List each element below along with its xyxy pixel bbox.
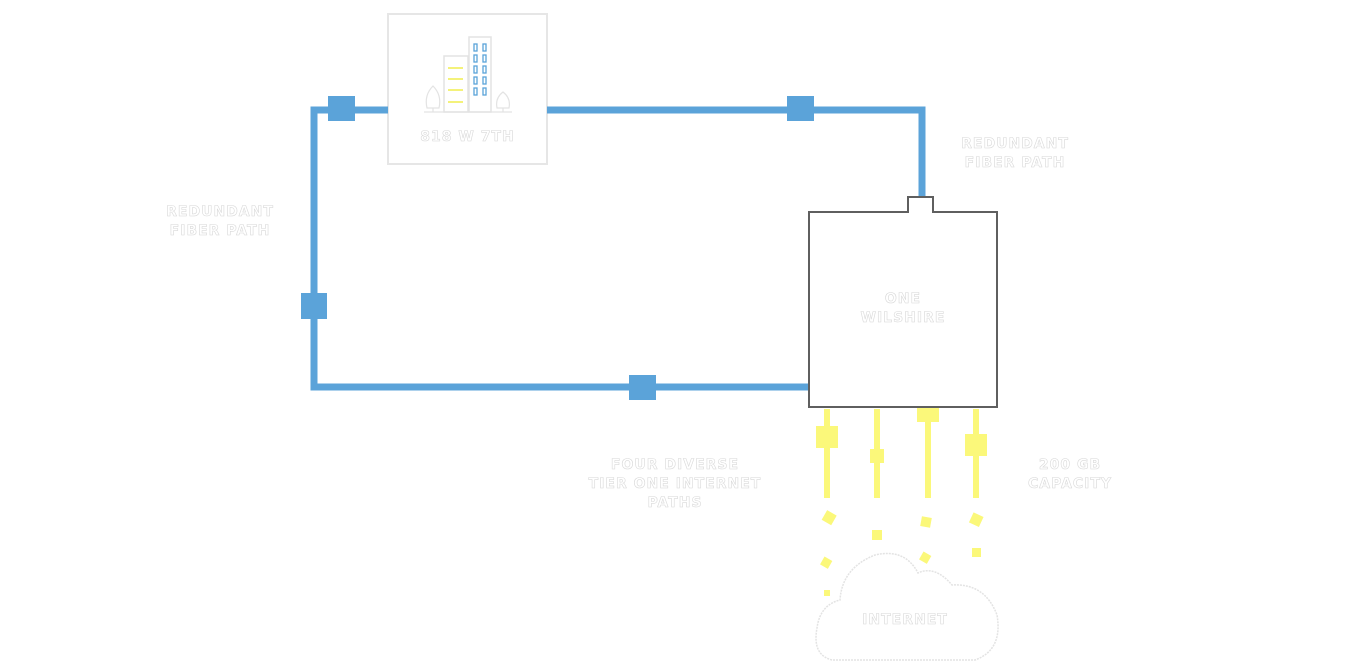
label-line: WILSHIRE xyxy=(860,310,946,327)
internet-label: INTERNET xyxy=(820,611,990,630)
fiber-splice-marker xyxy=(629,375,656,400)
capacity-label: 200 GB CAPACITY xyxy=(1010,456,1130,494)
redundant-fiber-path-label-left: REDUNDANT FIBER PATH xyxy=(140,203,300,241)
label-line: REDUNDANT xyxy=(166,204,274,221)
label-line: FIBER PATH xyxy=(964,155,1066,172)
building-label-text: 818 W 7TH xyxy=(420,129,515,146)
building-label: 818 W 7TH xyxy=(388,128,547,147)
internet-label-text: INTERNET xyxy=(862,612,948,629)
diverse-paths-label: FOUR DIVERSE TIER ONE INTERNET PATHS xyxy=(570,456,780,513)
office-building-icon xyxy=(424,36,512,113)
one-wilshire-node xyxy=(808,196,998,408)
redundant-fiber-path-label-right: REDUNDANT FIBER PATH xyxy=(935,135,1095,173)
one-wilshire-label: ONE WILSHIRE xyxy=(809,290,997,328)
label-line: 200 GB xyxy=(1038,457,1102,474)
fiber-splice-marker xyxy=(328,96,355,121)
cloud-icon xyxy=(815,552,999,661)
fiber-splice-marker xyxy=(301,293,327,319)
label-line: CAPACITY xyxy=(1027,476,1113,493)
label-line: PATHS xyxy=(647,495,703,512)
fiber-splice-marker xyxy=(787,96,814,121)
internet-paths xyxy=(816,408,987,596)
label-line: ONE xyxy=(884,291,922,308)
label-line: FIBER PATH xyxy=(169,223,271,240)
label-line: TIER ONE INTERNET xyxy=(588,476,762,493)
label-line: FOUR DIVERSE xyxy=(610,457,740,474)
label-line: REDUNDANT xyxy=(961,136,1069,153)
